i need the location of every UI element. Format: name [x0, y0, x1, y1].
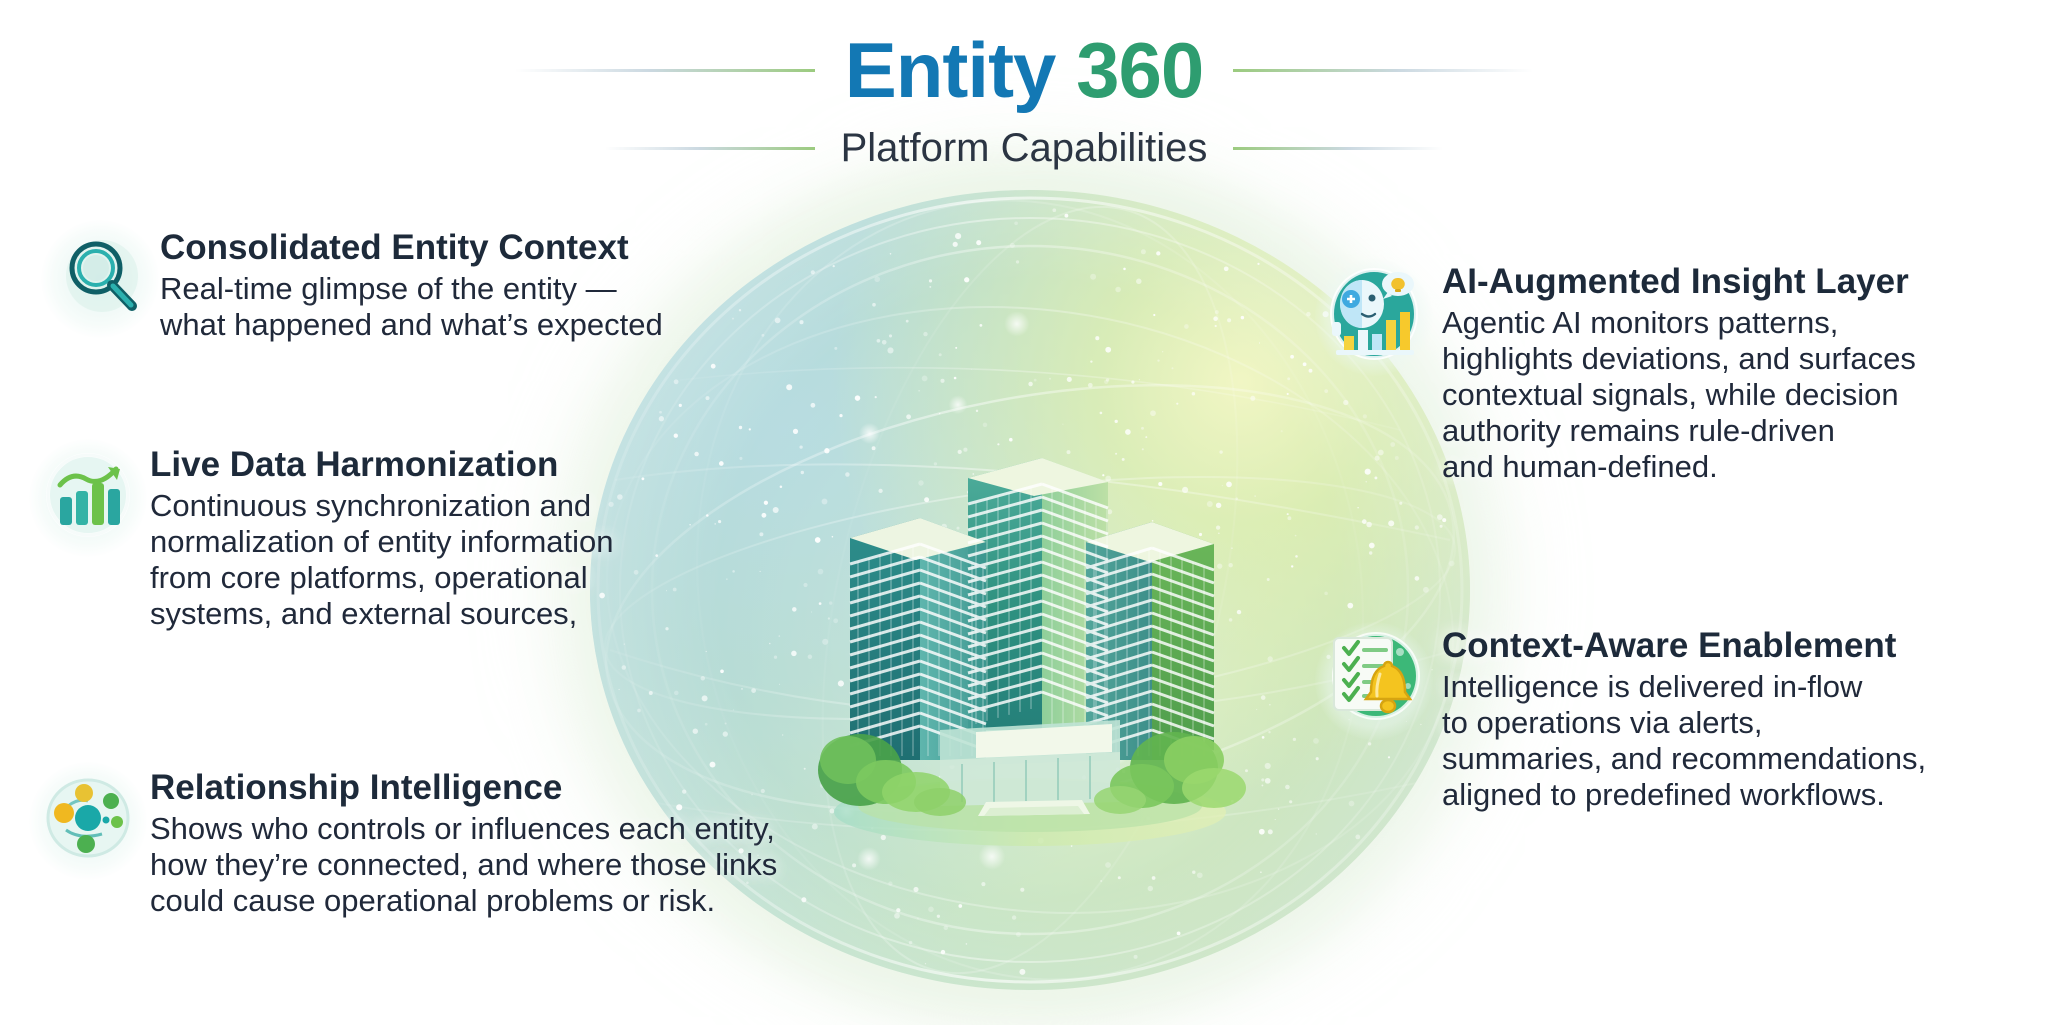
shrub-row: [914, 786, 1146, 816]
title-rule-right: [1233, 68, 1534, 72]
magnifier-icon: [41, 219, 159, 338]
feature-heading: Consolidated Entity Context: [160, 228, 629, 267]
bar-chart-growth-icon: [29, 438, 147, 557]
subtitle-row: Platform Capabilities: [0, 126, 2048, 171]
feature-line: contextual signals, while decision: [1442, 377, 1899, 413]
feature-text: Context-Aware Enablement Intelligence is…: [1442, 626, 1926, 813]
feature-heading: Relationship Intelligence: [150, 768, 563, 807]
feature-line: aligned to predefined workflows.: [1442, 777, 1885, 813]
checklist-bell-icon: [1315, 621, 1433, 740]
feature-relationship-intelligence[interactable]: Relationship Intelligence Shows who cont…: [29, 761, 777, 919]
title-rule-left: [514, 68, 815, 72]
title-word-entity: Entity: [844, 26, 1057, 114]
ai-robot-analytics-icon: [1315, 257, 1433, 376]
title-word-360: 360: [1076, 26, 1204, 114]
feature-line: to operations via alerts,: [1442, 705, 1763, 741]
subtitle-rule-right: [1233, 147, 1444, 150]
feature-text: Consolidated Entity Context Real-time gl…: [160, 228, 663, 343]
feature-line: Real-time glimpse of the entity —: [160, 271, 617, 307]
office-tower-illustration: [818, 458, 1246, 846]
page-title: Entity 360: [815, 31, 1233, 109]
feature-ai-augmented-insight-layer[interactable]: AI-Augmented Insight Layer Agentic AI mo…: [1315, 257, 1916, 485]
feature-line: Agentic AI monitors patterns,: [1442, 305, 1839, 341]
feature-context-aware-enablement[interactable]: Context-Aware Enablement Intelligence is…: [1315, 621, 1926, 813]
feature-line: from core platforms, operational: [150, 560, 588, 596]
feature-line: what happened and what’s expected: [160, 307, 663, 343]
feature-line: authority remains rule-driven: [1442, 413, 1835, 449]
feature-heading: Context-Aware Enablement: [1442, 626, 1897, 665]
feature-line: how they’re connected, and where those l…: [150, 847, 778, 883]
feature-line: and human-defined.: [1442, 449, 1718, 484]
feature-line: normalization of entity information: [150, 524, 614, 560]
page-subtitle: Platform Capabilities: [840, 126, 1208, 170]
tree-cluster-left: [818, 734, 950, 812]
header: Entity 360 Platform Capabilities: [0, 18, 2048, 188]
feature-consolidated-entity-context[interactable]: Consolidated Entity Context Real-time gl…: [41, 219, 663, 343]
network-nodes-icon: [29, 761, 147, 880]
feature-line: Intelligence is delivered in-flow: [1442, 669, 1863, 705]
title-row: Entity 360: [0, 18, 2048, 122]
feature-line: could cause operational problems or risk…: [150, 883, 716, 919]
feature-line: highlights deviations, and surfaces: [1442, 341, 1916, 377]
feature-live-data-harmonization[interactable]: Live Data Harmonization Continuous synch…: [29, 438, 614, 632]
feature-text: AI-Augmented Insight Layer Agentic AI mo…: [1442, 262, 1916, 485]
feature-text: Live Data Harmonization Continuous synch…: [150, 445, 614, 632]
feature-line: systems, and external sources,: [150, 596, 578, 632]
feature-text: Relationship Intelligence Shows who cont…: [150, 768, 777, 919]
feature-line: summaries, and recommendations,: [1442, 741, 1927, 777]
feature-line: Continuous synchronization and: [150, 488, 592, 524]
feature-heading: Live Data Harmonization: [150, 445, 559, 484]
feature-line: Shows who controls or influences each en…: [150, 811, 775, 847]
subtitle-rule-left: [604, 147, 815, 150]
feature-heading: AI-Augmented Insight Layer: [1442, 262, 1909, 301]
tree-cluster-right: [1110, 732, 1246, 808]
